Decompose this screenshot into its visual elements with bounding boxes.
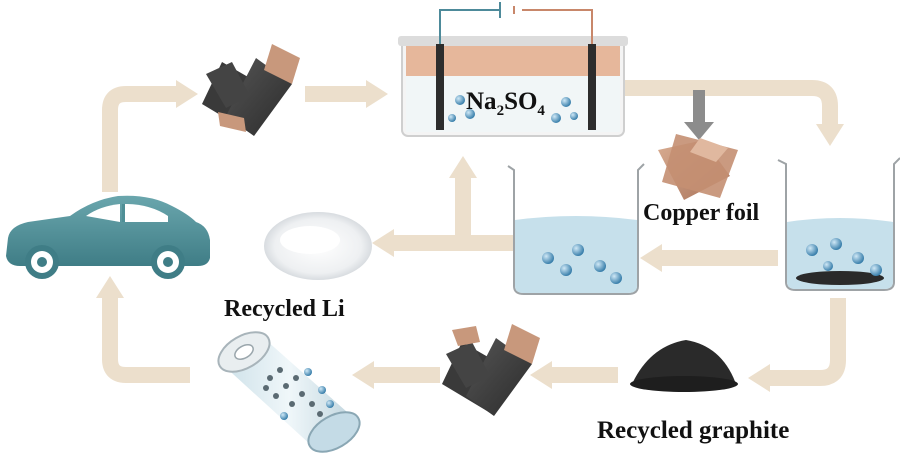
- car-icon: [6, 195, 210, 279]
- recycled-li-label: Recycled Li: [224, 296, 345, 322]
- arrow-car-to-top: [102, 86, 178, 192]
- arrow-beaker-to-graphite: [768, 298, 846, 386]
- arrow-heads: [96, 80, 844, 392]
- beaker-left: [507, 163, 645, 295]
- recycled-graphite-powder-icon: [630, 340, 738, 392]
- battery-foil-bottom-icon: [442, 324, 540, 416]
- arrow-cell-to-beaker: [622, 80, 838, 126]
- arrow-cylinder-to-car: [102, 296, 190, 383]
- copper-foil-icon: [658, 134, 738, 200]
- battery-foil-top-icon: [202, 44, 300, 136]
- gray-arrow: [684, 90, 714, 140]
- flow-arrows: [102, 80, 846, 386]
- electrolyte-na: Na: [466, 88, 497, 115]
- electrolyte-sub-4: 4: [537, 103, 545, 119]
- recycled-graphite-label: Recycled graphite: [597, 417, 790, 444]
- beaker-right: [777, 157, 900, 291]
- electrolyte-so: SO: [504, 88, 538, 115]
- electrolytic-cell: [398, 2, 628, 137]
- recycled-li-powder-icon: [264, 212, 372, 280]
- electrolyte-label: Na2SO4: [466, 88, 545, 120]
- copper-foil-label: Copper foil: [643, 200, 760, 226]
- cylindrical-battery-icon: [217, 331, 361, 453]
- electrolyte-sub-2: 2: [496, 103, 505, 119]
